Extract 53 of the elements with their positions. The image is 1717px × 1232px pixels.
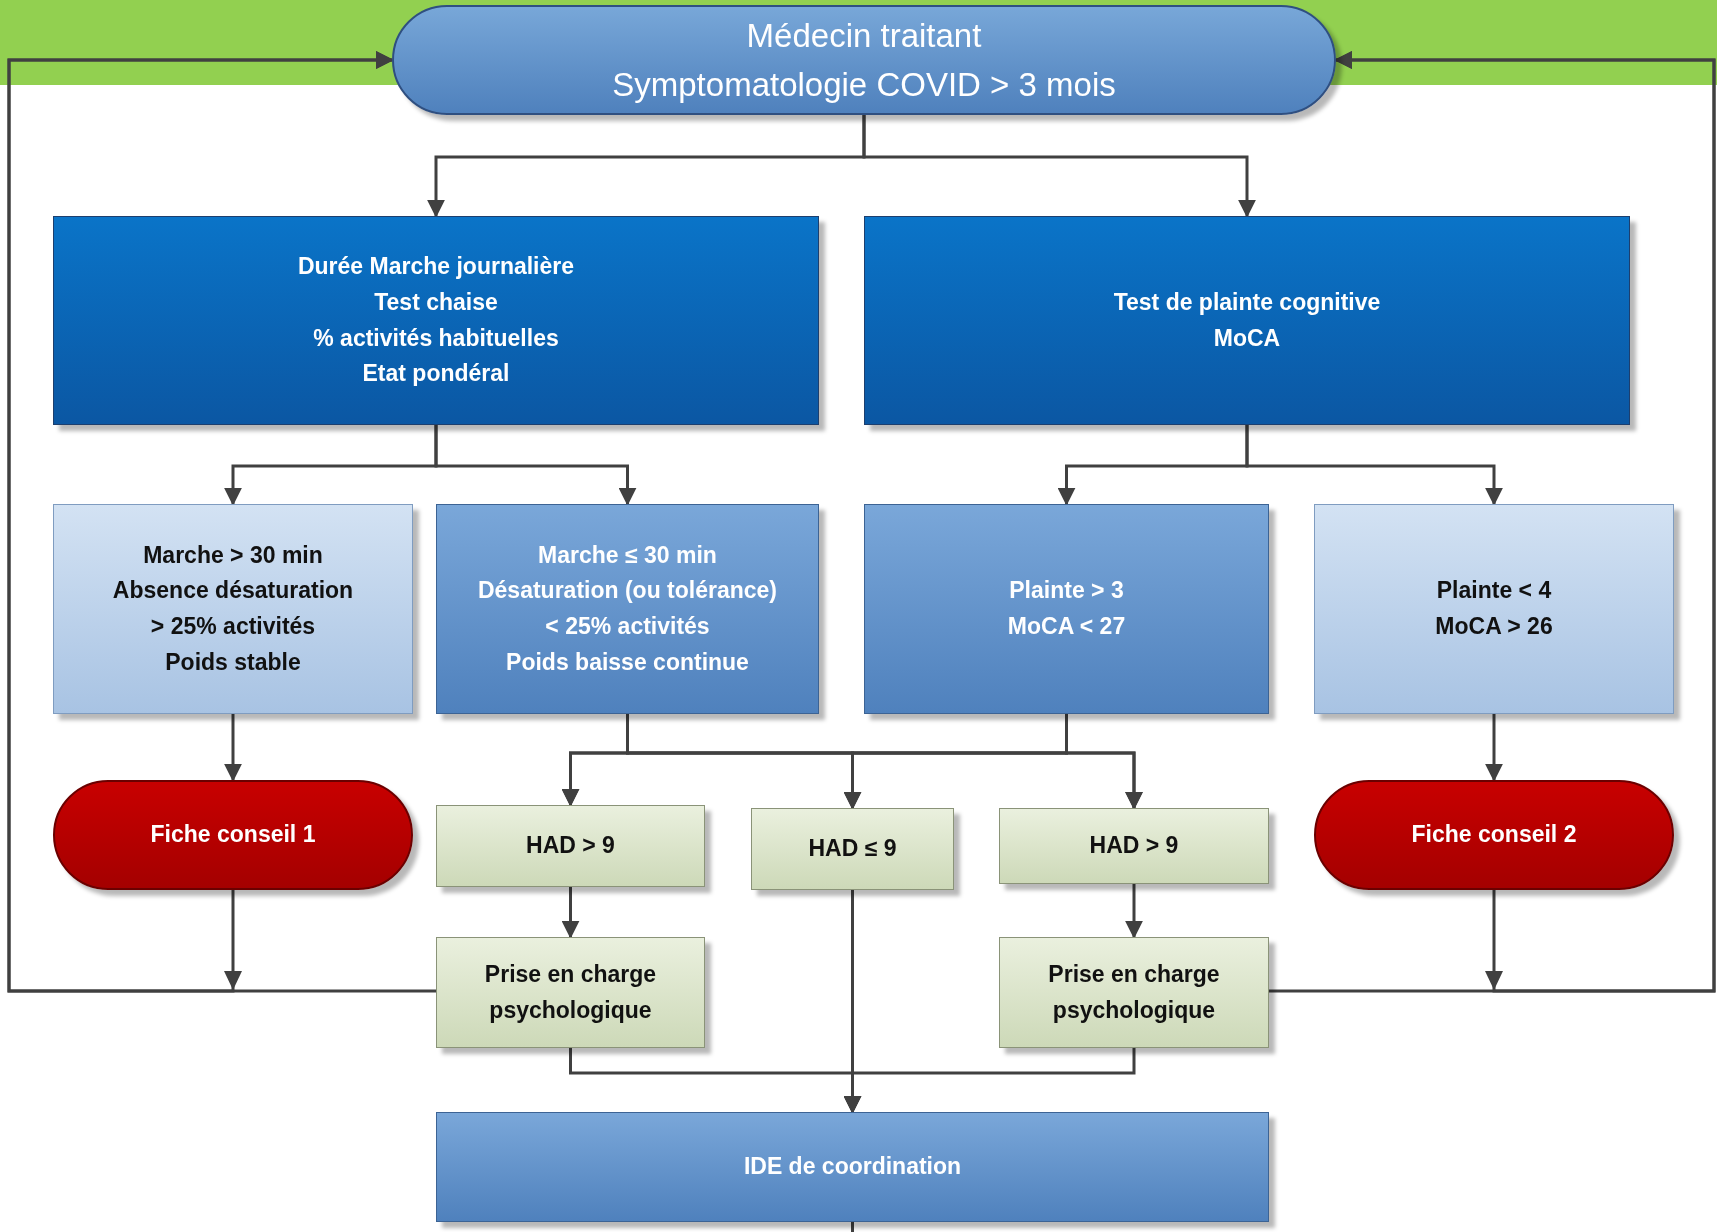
node-text: Marche ≤ 30 min (537, 540, 718, 570)
node-text: Fiche conseil 2 (1410, 820, 1578, 850)
connector-arrow (1065, 714, 1143, 810)
node-text: Test de plainte cognitive (1112, 287, 1382, 317)
node-text: Durée Marche journalière (296, 252, 576, 282)
node-text: Prise en charge psychologique (1047, 959, 1221, 1025)
process-box (436, 805, 705, 887)
node-text: HAD > 9 (1088, 831, 1180, 861)
node-text: MoCA < 27 (1006, 612, 1127, 641)
node-text: Plainte > 3 (1008, 576, 1125, 606)
connector-arrow (1125, 884, 1143, 939)
connector-arrow (843, 1048, 1136, 1114)
node-text: MoCA > 26 (1434, 612, 1554, 641)
node-text: HAD > 9 (525, 831, 616, 861)
node-text: Fiche conseil 1 (149, 820, 317, 850)
node-text: HAD ≤ 9 (807, 834, 898, 864)
process-box (1314, 504, 1674, 714)
node-text: Prise en charge psychologique (483, 959, 658, 1025)
connector-arrow (561, 887, 580, 939)
node-text: Désaturation (ou tolérance) (476, 576, 778, 606)
node-text: Symptomatologie COVID > 3 mois (611, 65, 1117, 105)
node-text: Plainte < 4 (1435, 576, 1553, 606)
node-text: Absence désaturation (111, 576, 355, 606)
process-box (436, 1112, 1269, 1222)
connector-arrow (1485, 714, 1503, 782)
node-text: IDE de coordination (742, 1152, 963, 1182)
terminal-pill (1314, 780, 1674, 890)
terminal-pill (392, 5, 1336, 115)
connector-arrow (862, 115, 1256, 218)
process-box (864, 216, 1630, 425)
node-text: Etat pondéral (361, 359, 511, 389)
node-text: Poids baisse continue (505, 647, 750, 677)
node-text: % activités habituelles (312, 323, 560, 353)
node-text: Test chaise (373, 287, 499, 317)
process-box (999, 808, 1269, 884)
process-box (864, 504, 1269, 714)
terminal-pill (53, 780, 413, 890)
process-box (436, 937, 705, 1048)
process-box (53, 216, 819, 425)
process-box (436, 504, 819, 714)
connector-arrow (1245, 425, 1503, 506)
node-text: MoCA (1212, 323, 1282, 353)
node-text: < 25% activités (544, 612, 711, 641)
connector-line (851, 1222, 854, 1232)
connector-arrow (224, 714, 242, 782)
node-text: > 25% activités (149, 612, 317, 641)
process-box (999, 937, 1269, 1048)
process-box (53, 504, 413, 714)
node-text: Médecin traitant (745, 15, 983, 56)
node-text: Poids stable (164, 647, 302, 677)
connector-arrow (434, 425, 637, 506)
node-text: Marche > 30 min (142, 540, 324, 570)
process-box (751, 808, 954, 890)
